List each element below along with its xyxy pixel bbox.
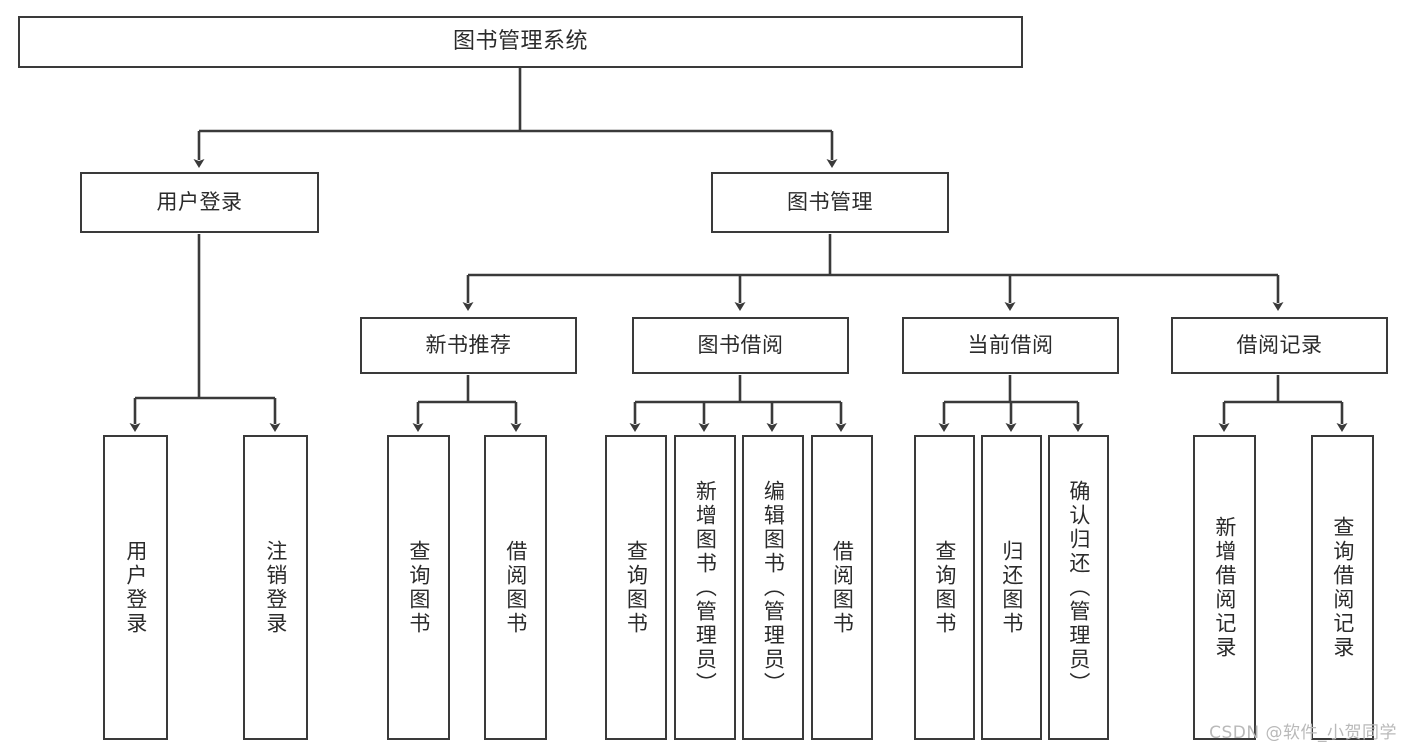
node-label: 查询图书 — [406, 539, 431, 636]
leaf-query-book-borrow[interactable]: 查询图书 — [605, 435, 667, 740]
leaf-confirm-return[interactable]: 确认归还（管理员） — [1048, 435, 1109, 740]
node-new-book-recommend[interactable]: 新书推荐 — [360, 317, 577, 374]
node-label: 图书管理系统 — [452, 29, 588, 55]
node-label: 图书管理 — [787, 190, 873, 215]
node-label: 查询图书 — [932, 539, 957, 636]
csdn-watermark: CSDN @软件_小贺同学 — [1209, 723, 1397, 743]
leaf-query-book-current[interactable]: 查询图书 — [914, 435, 975, 740]
node-label: 查询图书 — [624, 539, 649, 636]
node-label: 借阅图书 — [503, 539, 528, 636]
node-current-borrow[interactable]: 当前借阅 — [902, 317, 1119, 374]
leaf-borrow-book[interactable]: 借阅图书 — [811, 435, 873, 740]
leaf-add-borrow-record[interactable]: 新增借阅记录 — [1193, 435, 1256, 740]
node-book-borrow[interactable]: 图书借阅 — [632, 317, 849, 374]
node-label: 借阅记录 — [1236, 333, 1323, 358]
node-label: 确认归还（管理员） — [1066, 479, 1091, 696]
node-root-system[interactable]: 图书管理系统 — [18, 16, 1023, 68]
node-label: 新书推荐 — [425, 333, 512, 358]
node-book-manage[interactable]: 图书管理 — [711, 172, 949, 233]
node-label: 新增图书（管理员） — [693, 479, 718, 696]
node-label: 归还图书 — [999, 539, 1024, 636]
node-label: 注销登录 — [263, 539, 288, 636]
leaf-user-login[interactable]: 用户登录 — [103, 435, 168, 740]
node-label: 图书借阅 — [697, 333, 784, 358]
node-label: 编辑图书（管理员） — [761, 479, 786, 696]
node-label: 新增借阅记录 — [1212, 515, 1237, 660]
node-borrow-record[interactable]: 借阅记录 — [1171, 317, 1388, 374]
leaf-return-book[interactable]: 归还图书 — [981, 435, 1042, 740]
node-label: 当前借阅 — [967, 333, 1054, 358]
leaf-query-borrow-record[interactable]: 查询借阅记录 — [1311, 435, 1374, 740]
node-user-login[interactable]: 用户登录 — [80, 172, 319, 233]
leaf-edit-book[interactable]: 编辑图书（管理员） — [742, 435, 804, 740]
leaf-query-book-recommend[interactable]: 查询图书 — [387, 435, 450, 740]
node-label: 借阅图书 — [830, 539, 855, 636]
leaf-borrow-book-recommend[interactable]: 借阅图书 — [484, 435, 547, 740]
node-label: 用户登录 — [123, 539, 148, 636]
leaf-add-book[interactable]: 新增图书（管理员） — [674, 435, 736, 740]
leaf-logout[interactable]: 注销登录 — [243, 435, 308, 740]
node-label: 用户登录 — [156, 190, 243, 215]
node-label: 查询借阅记录 — [1330, 515, 1355, 660]
